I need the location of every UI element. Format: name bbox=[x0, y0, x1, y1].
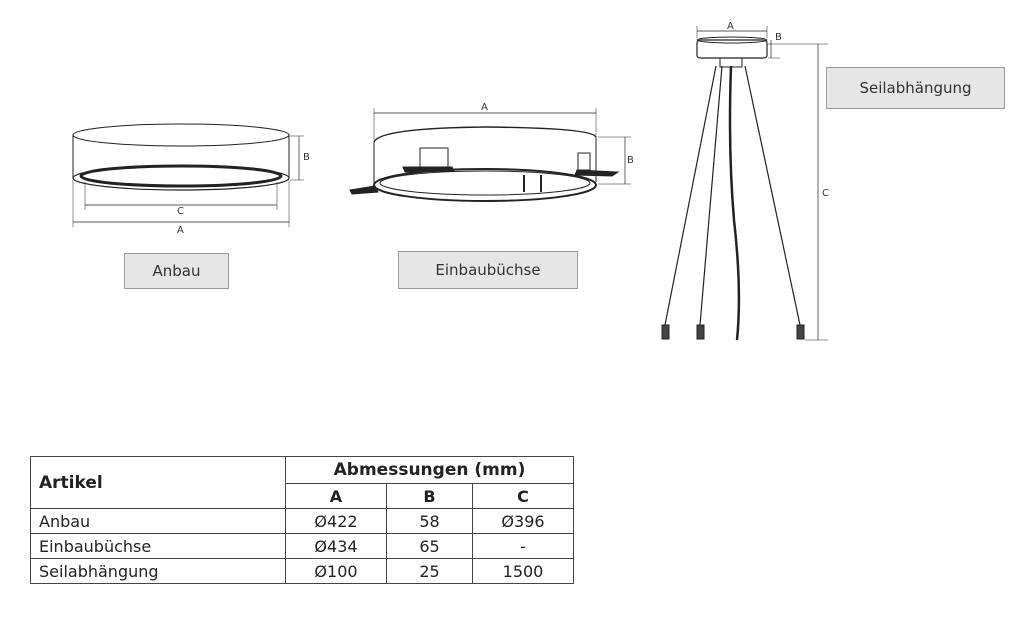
row-c: - bbox=[472, 533, 574, 559]
row-c: 1500 bbox=[472, 558, 574, 584]
row-name: Einbaubüchse bbox=[30, 533, 286, 559]
dimensions-table: Artikel Abmessungen (mm) A B C Anbau Ø42… bbox=[30, 456, 574, 584]
label-einbaubuechse: Einbaubüchse bbox=[398, 251, 578, 289]
label-anbau: Anbau bbox=[124, 253, 229, 289]
table-row: Einbaubüchse Ø434 65 - bbox=[30, 533, 574, 559]
row-b: 58 bbox=[386, 508, 473, 534]
row-b: 65 bbox=[386, 533, 473, 559]
dim-a-label: A bbox=[481, 102, 488, 113]
row-name: Anbau bbox=[30, 508, 286, 534]
einbau-drawing bbox=[349, 108, 631, 202]
row-a: Ø100 bbox=[285, 558, 387, 584]
header-artikel: Artikel bbox=[30, 456, 286, 509]
dim-c-label: C bbox=[177, 206, 184, 217]
dim-b-label: B bbox=[303, 152, 310, 163]
label-seilabhaengung: Seilabhängung bbox=[826, 67, 1005, 109]
table-row: Anbau Ø422 58 Ø396 bbox=[30, 508, 574, 534]
row-b: 25 bbox=[386, 558, 473, 584]
header-c: C bbox=[472, 483, 574, 509]
row-c: Ø396 bbox=[472, 508, 574, 534]
header-b: B bbox=[386, 483, 473, 509]
header-abmessungen: Abmessungen (mm) bbox=[285, 456, 574, 484]
seil-drawing bbox=[661, 26, 828, 341]
dim-a-label: A bbox=[177, 225, 184, 236]
dim-b-label: B bbox=[627, 155, 634, 166]
dim-b-label: B bbox=[775, 32, 782, 43]
table-row: Seilabhängung Ø100 25 1500 bbox=[30, 558, 574, 584]
header-a: A bbox=[285, 483, 387, 509]
row-name: Seilabhängung bbox=[30, 558, 286, 584]
anbau-drawing bbox=[72, 123, 304, 227]
row-a: Ø434 bbox=[285, 533, 387, 559]
dim-c-label: C bbox=[822, 188, 829, 199]
row-a: Ø422 bbox=[285, 508, 387, 534]
dim-a-label: A bbox=[727, 21, 734, 32]
